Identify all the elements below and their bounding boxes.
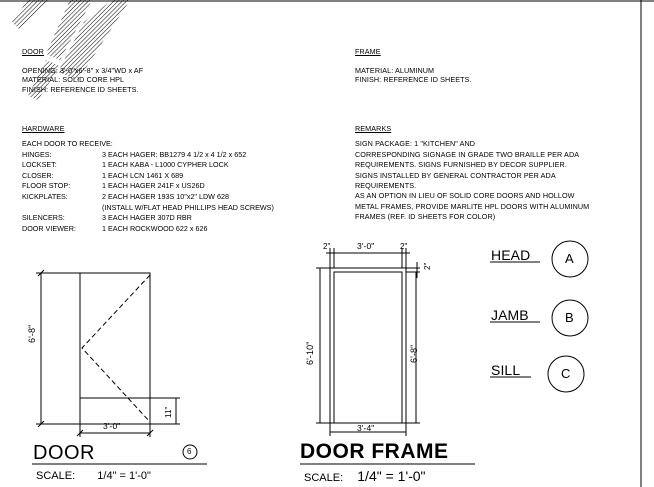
- detail-callouts: [182, 240, 589, 460]
- frame-scale-label: SCALE:: [304, 472, 344, 484]
- door-elevation: [32, 269, 207, 465]
- hardware-key: [22, 203, 102, 214]
- frame-spec-heading: FRAME: [355, 47, 381, 56]
- remarks-line: SIGN PACKAGE: 1 "KITCHEN" AND: [355, 139, 476, 149]
- remarks-line: CORRESPONDING SIGNAGE IN GRADE TWO BRAIL…: [355, 149, 580, 159]
- door-scale-value: 1/4" = 1'-0": [97, 470, 151, 482]
- hardware-row: DOOR VIEWER: 1 EACH ROCKWOOD 622 x 626: [22, 224, 274, 235]
- hardware-row: FLOOR STOP: 1 EACH HAGER 241F x US26D: [22, 181, 274, 192]
- frame-top-right-dim: 2": [400, 242, 408, 251]
- hardware-value: 3 EACH HAGER: BB1279 4 1/2 x 4 1/2 x 652: [102, 149, 247, 159]
- hardware-value: 1 EACH ROCKWOOD 622 x 626: [102, 223, 208, 233]
- door-number-tag: 6: [187, 447, 192, 456]
- frame-head-dim: 2": [423, 262, 432, 271]
- remarks-heading: REMARKS: [355, 124, 392, 133]
- frame-outer-height-dim: 6'-10": [305, 341, 315, 365]
- hardware-row: KICKPLATES: 2 EACH HAGER 193S 10"x2" LDW …: [22, 192, 274, 203]
- hardware-key: LOCKSET:: [22, 160, 57, 170]
- hardware-heading: HARDWARE: [22, 124, 65, 133]
- hardware-key: FLOOR STOP:: [22, 181, 71, 191]
- hardware-value: 1 EACH KABA - L1000 CYPHER LOCK: [102, 160, 229, 170]
- door-spec-heading: DOOR: [22, 47, 44, 56]
- frame-scale-value: 1/4" = 1'-0": [357, 468, 426, 484]
- hardware-intro: EACH DOOR TO RECEIVE:: [22, 139, 113, 148]
- door-height-dim: 6'-8": [27, 324, 37, 343]
- hardware-key: KICKPLATES:: [22, 191, 68, 201]
- remarks-line: SIGNS INSTALLED BY GENERAL CONTRACTOR PE…: [355, 170, 556, 180]
- remarks-line: FRAMES (REF. ID SHEETS FOR COLOR): [355, 212, 496, 222]
- frame-elevation: [300, 248, 475, 465]
- frame-top-left-dim: 2": [323, 242, 331, 251]
- door-kick-dim: 11": [164, 406, 173, 418]
- frame-title: DOOR FRAME: [300, 440, 449, 463]
- hardware-list: EACH DOOR TO RECEIVE: HINGES: 3 EACH HAGE…: [22, 139, 274, 234]
- detail-label-sill: SILL: [491, 362, 521, 378]
- remarks: REMARKS SIGN PACKAGE: 1 "KITCHEN" AND CO…: [355, 124, 589, 223]
- hardware-key: DOOR VIEWER:: [22, 223, 76, 233]
- detail-tag-b: B: [565, 310, 574, 325]
- door-width-dim: 3'-0": [103, 421, 121, 431]
- detail-tag-c: C: [561, 366, 571, 381]
- frame-top-mid-dim: 3'-0": [357, 241, 375, 251]
- hatched-wall: [12, 0, 130, 100]
- hardware-row: (INSTALL W/FLAT HEAD PHILLIPS HEAD SCREW…: [22, 203, 274, 214]
- hardware-row: LOCKSET: 1 EACH KABA - L1000 CYPHER LOCK: [22, 160, 274, 171]
- door-spec: DOOR OPENING: 3'-0"x6'-8" x 3/4"WD x AF …: [22, 47, 143, 94]
- remarks-line: REQUIREMENTS.: [355, 181, 417, 191]
- hardware-value: 1 EACH LCN 1461 X 689: [102, 170, 184, 180]
- hardware-key: SILENCERS:: [22, 213, 65, 223]
- hardware-row: HINGES: 3 EACH HAGER: BB1279 4 1/2 x 4 1/…: [22, 150, 274, 161]
- hardware-row: SILENCERS: 3 EACH HAGER 307D RBR: [22, 213, 274, 224]
- hardware-key: CLOSER:: [22, 170, 54, 180]
- door-title: DOOR: [33, 442, 95, 464]
- frame-inner-height-dim: 6'-8": [409, 344, 419, 363]
- frame-scale: SCALE: 1/4" = 1'-0": [304, 468, 426, 484]
- hardware-value: 1 EACH HAGER 241F x US26D: [102, 181, 205, 191]
- detail-label-jamb: JAMB: [491, 307, 529, 323]
- hardware-row: CLOSER: 1 EACH LCN 1461 X 689: [22, 171, 274, 182]
- door-spec-line: FINISH: REFERENCE ID SHEETS.: [22, 84, 139, 94]
- remarks-line: AS AN OPTION IN LIEU OF SOLID CORE DOORS…: [355, 191, 575, 201]
- frame-spec-line: FINISH: REFERENCE ID SHEETS.: [355, 75, 472, 85]
- detail-tag-a: A: [565, 251, 574, 266]
- door-spec-line: OPENING: 3'-0"x6'-8" x 3/4"WD x AF: [22, 65, 144, 75]
- hardware-key: HINGES:: [22, 149, 52, 159]
- frame-spec: FRAME MATERIAL: ALUMINUM FINISH: REFEREN…: [355, 47, 472, 85]
- hardware-value: 3 EACH HAGER 307D RBR: [102, 213, 192, 223]
- frame-spec-line: MATERIAL: ALUMINUM: [355, 65, 435, 75]
- door-spec-line: MATERIAL: SOLID CORE HPL: [22, 75, 125, 85]
- detail-label-head: HEAD: [491, 247, 531, 263]
- hardware-value: 2 EACH HAGER 193S 10"x2" LDW 628: [102, 191, 229, 201]
- remarks-line: METAL FRAMES, PROVIDE MARLITE HPL DOORS …: [355, 201, 590, 211]
- door-scale: SCALE: 1/4" = 1'-0": [36, 470, 151, 482]
- hardware-value: (INSTALL W/FLAT HEAD PHILLIPS HEAD SCREW…: [102, 202, 274, 212]
- remarks-line: REQUIREMENTS. SIGNS FURNISHED BY DECOR S…: [355, 160, 567, 170]
- frame-bottom-dim: 3'-4": [357, 423, 375, 433]
- door-scale-label: SCALE:: [36, 470, 76, 482]
